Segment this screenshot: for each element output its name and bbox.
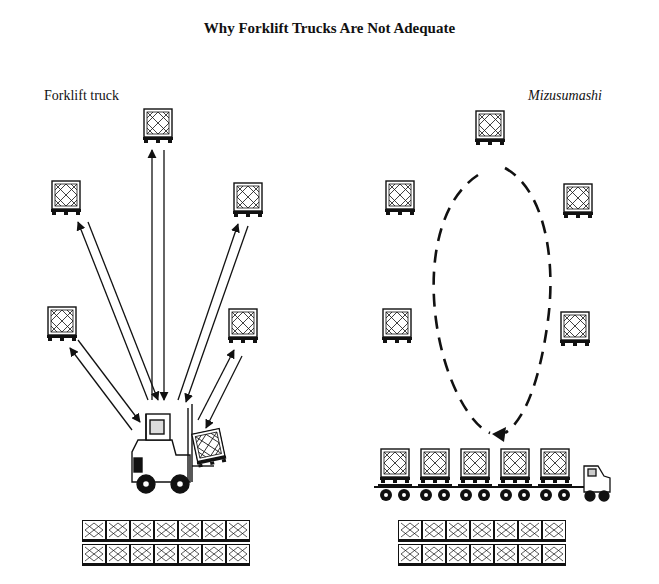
stored-crate bbox=[422, 521, 446, 543]
stored-crate bbox=[542, 521, 566, 543]
milk-run-loop bbox=[434, 168, 551, 433]
stored-crate bbox=[518, 521, 542, 543]
stored-crate bbox=[154, 545, 178, 567]
stored-crate bbox=[82, 545, 106, 567]
stored-crate bbox=[494, 545, 518, 567]
stored-crate bbox=[446, 545, 470, 567]
stored-crate bbox=[202, 545, 226, 567]
crate bbox=[228, 309, 258, 343]
stored-crate bbox=[226, 521, 250, 543]
stored-crate bbox=[398, 521, 422, 543]
forklift-trips bbox=[70, 150, 248, 430]
stored-crate bbox=[470, 545, 494, 567]
stored-crate bbox=[178, 545, 202, 567]
cart-crate bbox=[460, 449, 490, 483]
stored-crate bbox=[82, 521, 106, 543]
panel-label: Forklift truck bbox=[44, 88, 119, 104]
stored-crate bbox=[470, 521, 494, 543]
stored-crate bbox=[542, 545, 566, 567]
stored-crate bbox=[106, 521, 130, 543]
crate bbox=[233, 183, 263, 217]
cart-crate bbox=[380, 449, 410, 483]
carried-crate bbox=[191, 428, 227, 467]
crate bbox=[475, 111, 505, 145]
cart-crate bbox=[540, 449, 570, 483]
tug-tractor bbox=[584, 466, 610, 501]
stored-crate bbox=[106, 545, 130, 567]
stored-crate bbox=[202, 521, 226, 543]
cart-crate bbox=[420, 449, 450, 483]
crate bbox=[143, 109, 173, 143]
stored-crate bbox=[130, 521, 154, 543]
stored-crate bbox=[178, 521, 202, 543]
diagram-title: Why Forklift Trucks Are Not Adequate bbox=[0, 20, 659, 37]
stored-crate bbox=[494, 521, 518, 543]
storage-area bbox=[82, 521, 250, 567]
stored-crate bbox=[130, 545, 154, 567]
storage-area bbox=[398, 521, 566, 567]
stored-crate bbox=[518, 545, 542, 567]
stored-crate bbox=[398, 545, 422, 567]
cart-crate bbox=[500, 449, 530, 483]
crate bbox=[51, 181, 81, 215]
mizusumashi-train bbox=[374, 449, 586, 501]
panel-label: Mizusumashi bbox=[528, 88, 602, 104]
crate bbox=[47, 307, 77, 341]
stored-crate bbox=[422, 545, 446, 567]
stored-crate bbox=[446, 521, 470, 543]
loop-arrowhead bbox=[492, 427, 506, 442]
stored-crate bbox=[226, 545, 250, 567]
stored-crate bbox=[154, 521, 178, 543]
crate bbox=[382, 309, 412, 343]
crate bbox=[560, 312, 590, 346]
crate bbox=[385, 181, 415, 215]
crate bbox=[563, 184, 593, 218]
